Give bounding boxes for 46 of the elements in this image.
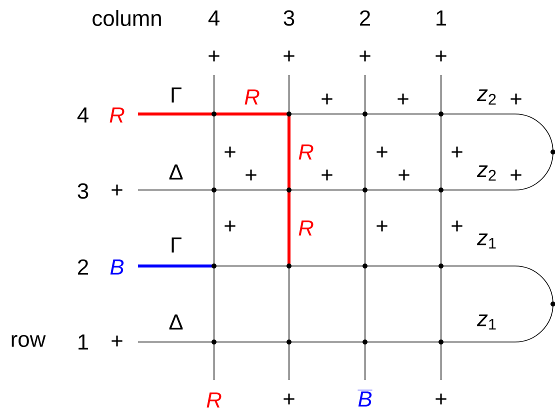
spin-label: + — [322, 170, 332, 180]
spin-label: + — [208, 50, 220, 62]
spin-label: R — [244, 89, 260, 105]
column-number: 4 — [208, 10, 220, 26]
spin-label: + — [284, 50, 294, 62]
spin-label: B — [358, 390, 373, 407]
spin-label: + — [322, 94, 332, 104]
column-number: 3 — [284, 10, 294, 26]
parameter-label: z$_{2}$ — [476, 89, 496, 105]
row-number: 1 — [78, 334, 88, 350]
weight-label: Γ — [172, 87, 182, 103]
spin-label: + — [436, 394, 446, 404]
spin-label: + — [360, 50, 370, 62]
parameter-label: z$_{1}$ — [476, 314, 496, 330]
parameter-label: z$_{1}$ — [476, 234, 496, 248]
spin-label: + — [224, 220, 236, 232]
axis-title: column — [92, 10, 161, 26]
spin-label: R — [298, 220, 314, 236]
spin-label: + — [436, 50, 446, 62]
spin-label: + — [376, 146, 388, 158]
spin-label: + — [112, 184, 122, 196]
row-number: 4 — [77, 107, 88, 123]
spin-label: + — [398, 170, 410, 180]
weight-label: Γ — [172, 237, 182, 253]
weight-label: Δ — [169, 164, 183, 180]
spin-label: R — [110, 107, 124, 123]
spin-label: + — [510, 94, 522, 104]
spin-label: + — [224, 146, 236, 158]
spin-label: + — [246, 170, 256, 180]
axis-title: row — [12, 335, 46, 347]
row-number: 2 — [78, 259, 88, 275]
spin-label: R — [298, 144, 314, 160]
column-number: 1 — [436, 10, 446, 26]
spin-label: + — [284, 394, 294, 404]
row-number: 3 — [78, 183, 88, 199]
spin-label: + — [398, 94, 408, 104]
column-number: 2 — [360, 10, 370, 26]
spin-label: + — [112, 336, 122, 346]
spin-label: + — [452, 146, 462, 158]
spin-label: + — [452, 220, 462, 232]
weight-label: Δ — [169, 314, 183, 330]
spin-label: B — [110, 259, 124, 275]
spin-label: R — [206, 392, 222, 408]
parameter-label: z$_{2}$ — [476, 165, 496, 181]
spin-label: + — [510, 170, 522, 180]
spin-label: + — [376, 220, 388, 232]
